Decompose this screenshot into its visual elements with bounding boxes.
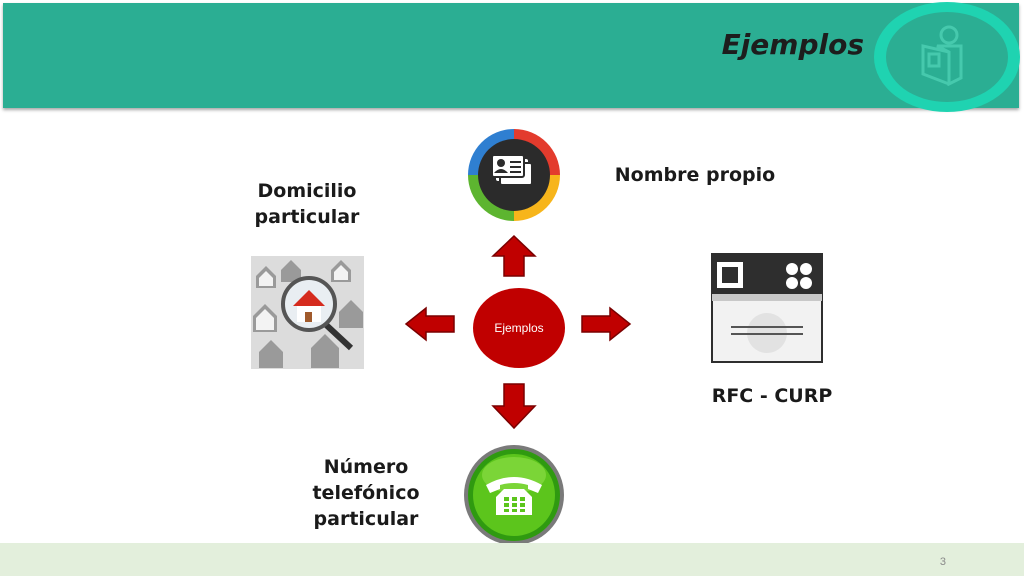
center-node: Ejemplos	[473, 288, 565, 368]
label-domicilio: Domicilio particular	[244, 178, 370, 230]
id-card-icon	[711, 253, 823, 363]
label-domicilio-line2: particular	[254, 206, 360, 228]
label-numero-line1: Número	[323, 456, 409, 478]
arrow-up	[491, 234, 537, 277]
label-nombre-propio: Nombre propio	[614, 164, 776, 186]
house-magnifier-icon	[251, 256, 364, 369]
label-numero-line3: particular	[313, 508, 419, 530]
header-bar	[3, 3, 1019, 108]
arrow-down	[491, 383, 537, 430]
contact-card-icon	[466, 127, 562, 223]
arrow-right	[581, 306, 632, 342]
label-numero-telefonico: Número telefónico particular	[302, 454, 430, 532]
label-rfc-curp: RFC - CURP	[711, 385, 833, 407]
arrow-left	[404, 306, 455, 342]
person-book-icon	[921, 25, 963, 86]
page-title: Ejemplos	[721, 28, 864, 61]
footer-bar: 3	[0, 543, 1024, 576]
page-number: 3	[939, 556, 946, 568]
label-domicilio-line1: Domicilio	[257, 180, 357, 202]
label-numero-line2: telefónico	[312, 482, 420, 504]
telephone-icon	[458, 441, 571, 552]
